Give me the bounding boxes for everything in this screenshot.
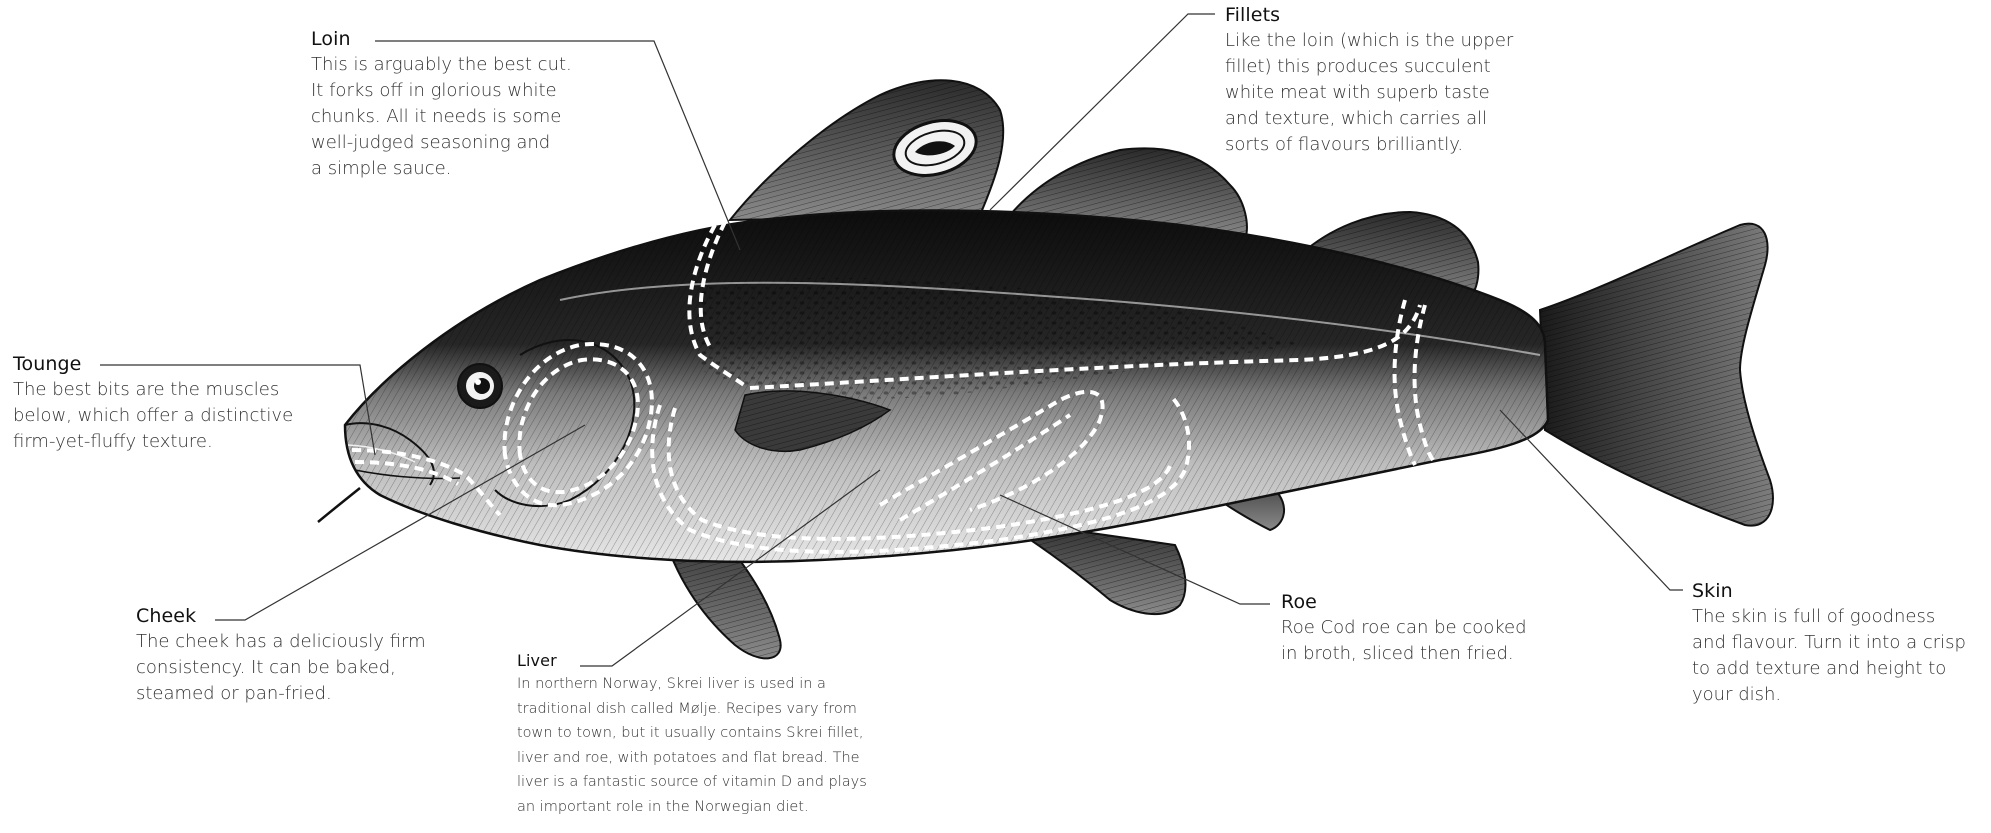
- tounge-label: Tounge The best bits are the muscles bel…: [13, 353, 313, 455]
- cheek-label: Cheek The cheek has a deliciously firm c…: [136, 605, 436, 707]
- loin-title: Loin: [311, 28, 621, 50]
- roe-description: Roe Cod roe can be cooked in broth, slic…: [1281, 615, 1561, 667]
- roe-label: Roe Roe Cod roe can be cooked in broth, …: [1281, 591, 1561, 667]
- tounge-title: Tounge: [13, 353, 313, 375]
- fillets-title: Fillets: [1225, 4, 1545, 26]
- liver-label: Liver In northern Norway, Skrei liver is…: [517, 651, 937, 819]
- tail-fin: [1540, 224, 1773, 526]
- liver-description: In northern Norway, Skrei liver is used …: [517, 672, 937, 819]
- loin-description: This is arguably the best cut. It forks …: [311, 52, 621, 182]
- cheek-description: The cheek has a deliciously firm consist…: [136, 629, 436, 707]
- fillets-description: Like the loin (which is the upper fillet…: [1225, 28, 1545, 158]
- loin-label: Loin This is arguably the best cut. It f…: [311, 28, 621, 182]
- fish-body: [345, 211, 1548, 562]
- skin-title: Skin: [1692, 580, 1982, 602]
- liver-title: Liver: [517, 651, 937, 670]
- cheek-title: Cheek: [136, 605, 436, 627]
- roe-title: Roe: [1281, 591, 1561, 613]
- barbel: [318, 488, 360, 522]
- tounge-description: The best bits are the muscles below, whi…: [13, 377, 313, 455]
- fillets-label: Fillets Like the loin (which is the uppe…: [1225, 4, 1545, 158]
- skin-description: The skin is full of goodness and flavour…: [1692, 604, 1982, 708]
- skin-label: Skin The skin is full of goodness and fl…: [1692, 580, 1982, 708]
- eye-icon: [458, 364, 502, 408]
